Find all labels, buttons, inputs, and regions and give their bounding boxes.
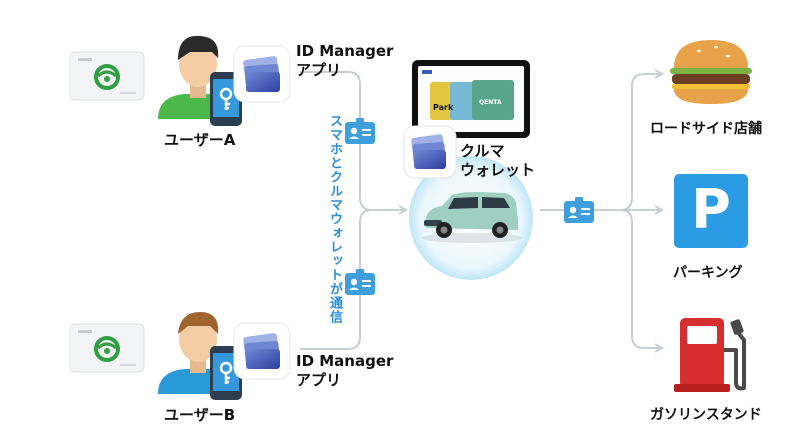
parking-icon: P xyxy=(674,174,748,248)
id-manager-app-icon xyxy=(233,322,291,380)
user-a-label: ユーザーA xyxy=(164,131,236,149)
license-card-icon xyxy=(69,51,145,101)
line-to-shop xyxy=(619,74,662,211)
app-label-line: ID Manager xyxy=(296,42,394,60)
app-label-line: ID Manager xyxy=(296,352,394,370)
gas-pump-icon xyxy=(674,318,746,392)
destination-label-gas: ガソリンスタンド xyxy=(650,407,762,423)
license-card-icon xyxy=(69,323,145,373)
app-label-user-a: ID Manager アプリ xyxy=(296,42,393,80)
wallet-screen: Park QENTA xyxy=(412,60,530,138)
app-label-line: アプリ xyxy=(296,61,342,79)
line-to-gas xyxy=(619,209,662,348)
wallet-label-line: クルマ xyxy=(460,142,505,160)
wallet-card-text: QENTA xyxy=(479,99,502,106)
burger-icon xyxy=(670,40,752,104)
channel-label: スマホとクルマウォレットが通信 xyxy=(327,114,342,324)
wallet-card-text: Park xyxy=(433,103,454,112)
id-manager-app-icon xyxy=(233,45,291,103)
app-label-line: アプリ xyxy=(296,371,342,389)
destination-label-parking: パーキング xyxy=(673,265,743,281)
id-badge-icon xyxy=(345,269,375,295)
destination-label-shop: ロードサイド店舗 xyxy=(650,121,762,137)
app-label-user-b: ID Manager アプリ xyxy=(296,352,393,390)
wallet-label: クルマ ウォレット xyxy=(460,142,535,180)
line-user-b xyxy=(300,209,373,350)
parking-glyph: P xyxy=(691,178,731,241)
id-badge-icon xyxy=(564,197,594,223)
user-b-label: ユーザーB xyxy=(164,406,236,424)
car-icon xyxy=(422,192,522,243)
wallet-app-icon xyxy=(403,125,457,179)
wallet-label-line: ウォレット xyxy=(460,161,536,179)
id-badge-icon xyxy=(345,118,375,144)
